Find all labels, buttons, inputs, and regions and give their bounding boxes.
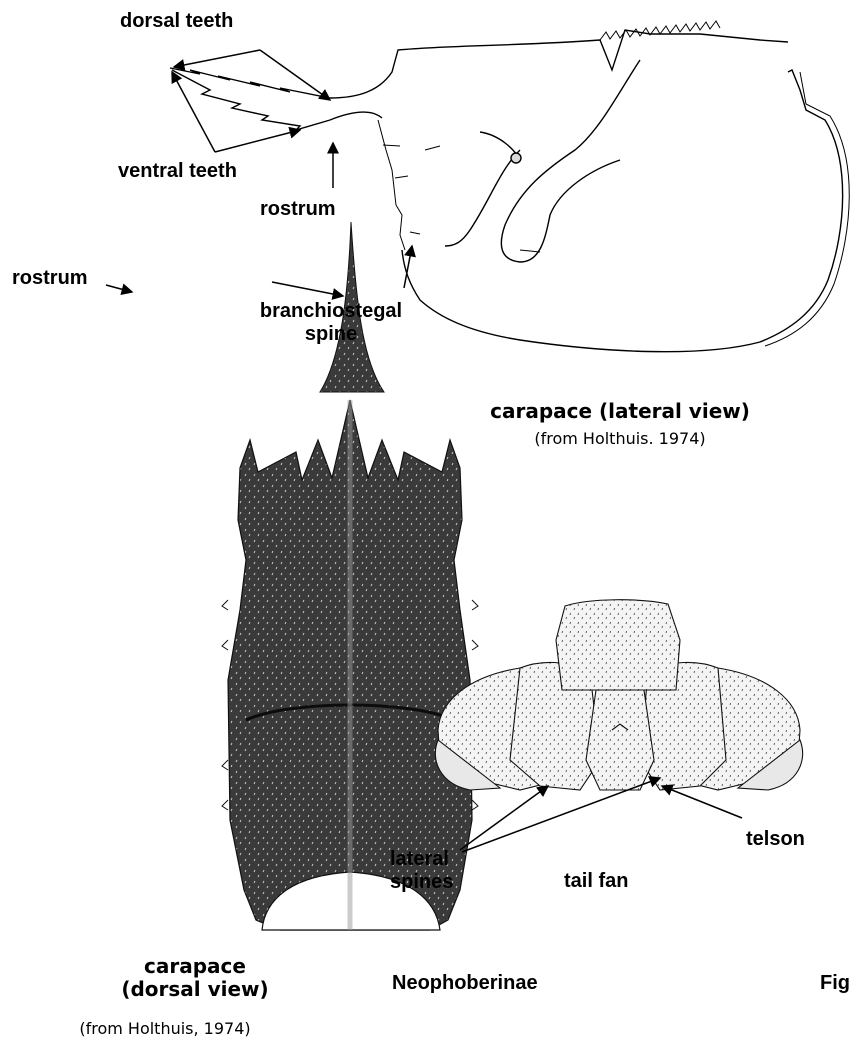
tail-fan-label: tail fan	[564, 870, 628, 893]
lateral-view-title: carapace (lateral view)	[470, 400, 770, 423]
lateral-spines-line-1: lateral	[390, 848, 453, 871]
lateral-spines-line-2: spines	[390, 871, 453, 894]
dorsal-view-title-line-2: (dorsal view)	[60, 978, 330, 1001]
branchiostegal-spine-line-1: branchiostegal	[246, 300, 416, 323]
dorsal-teeth-label: dorsal teeth	[120, 10, 233, 33]
dorsal-rostrum-arrow	[106, 285, 132, 292]
tail-fan-drawing	[435, 600, 802, 790]
telson-label: telson	[746, 828, 805, 851]
branchiostegal-spine-label: branchiostegal spine	[246, 300, 416, 346]
dorsal-view-title: carapace (dorsal view)	[60, 955, 330, 1001]
figure-label-fragment: Fig	[820, 972, 850, 995]
lateral-spines-label: lateral spines	[390, 848, 453, 894]
lateral-rostrum-label: rostrum	[260, 198, 336, 221]
dorsal-view-source: (from Holthuis, 1974)	[20, 1020, 310, 1038]
lateral-view-source: (from Holthuis. 1974)	[470, 430, 770, 448]
ventral-teeth-label: ventral teeth	[118, 160, 237, 183]
branchiostegal-spine-line-2: spine	[246, 323, 416, 346]
subfamily-label: Neophoberinae	[392, 972, 538, 995]
dorsal-rostrum-label: rostrum	[12, 267, 88, 290]
dorsal-view-title-line-1: carapace	[60, 955, 330, 978]
